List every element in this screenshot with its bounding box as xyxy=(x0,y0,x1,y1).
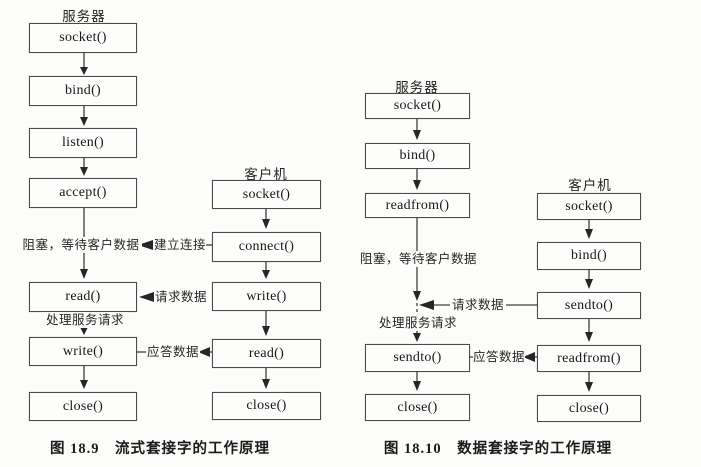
stream-server-title: 服务器 xyxy=(62,9,106,24)
stream-client-step-write: write() xyxy=(212,282,321,311)
datagram-client-step-close: close() xyxy=(537,395,641,422)
datagram-request-label: 请求数据 xyxy=(450,297,506,313)
datagram-client-step-bind: bind() xyxy=(537,242,641,270)
stream-client-flow-arrows xyxy=(262,209,270,389)
datagram-server-step-close: close() xyxy=(365,394,470,421)
stream-server-step-read: read() xyxy=(29,282,137,312)
stream-server-step-socket: socket() xyxy=(29,23,137,53)
datagram-client-step-socket: socket() xyxy=(537,193,641,220)
datagram-client-step-sendto: sendto() xyxy=(537,292,641,319)
stream-reply-label: 应答数据 xyxy=(146,344,200,360)
datagram-client-step-readfrom: readfrom() xyxy=(537,345,641,372)
stream-figure-caption: 图 18.9 流式套接字的工作原理 xyxy=(50,441,270,457)
datagram-server-step-socket: socket() xyxy=(365,93,470,119)
stream-process-label: 处理服务请求 xyxy=(42,312,128,328)
stream-client-step-socket: socket() xyxy=(212,180,321,209)
stream-server-step-write: write() xyxy=(29,337,137,366)
stream-client-step-close: close() xyxy=(212,392,321,420)
stream-server-step-bind: bind() xyxy=(29,76,137,106)
datagram-server-step-sendto: sendto() xyxy=(365,344,470,372)
stream-request-data-arrow xyxy=(139,292,154,302)
datagram-server-title: 服务器 xyxy=(395,80,439,95)
datagram-server-step-readfrom: readfrom() xyxy=(365,193,470,218)
datagram-client-flow-arrows xyxy=(585,220,593,392)
stream-request-label: 请求数据 xyxy=(155,289,208,305)
stream-establish-label: 建立连接 xyxy=(154,237,207,253)
datagram-blocking-label: 阻塞，等待客户数据 xyxy=(360,251,478,267)
stream-server-step-close: close() xyxy=(29,392,137,421)
stream-server-step-accept: accept() xyxy=(29,178,137,208)
stream-client-title: 客户机 xyxy=(244,167,288,182)
datagram-reply-label: 应答数据 xyxy=(473,349,526,365)
datagram-server-step-bind: bind() xyxy=(365,143,470,169)
datagram-process-label: 处理服务请求 xyxy=(377,315,459,331)
datagram-figure-caption: 图 18.10 数据套接字的工作原理 xyxy=(383,441,613,457)
datagram-request-data-arrow xyxy=(419,300,537,310)
datagram-client-title: 客户机 xyxy=(568,178,612,193)
stream-client-step-connect: connect() xyxy=(212,232,321,262)
stream-blocking-label: 阻塞，等待客户数据 xyxy=(20,237,142,253)
stream-server-step-listen: listen() xyxy=(29,128,137,158)
datagram-server-flow-arrows xyxy=(413,119,421,391)
stream-server-flow-arrows xyxy=(80,53,88,389)
stream-client-step-read: read() xyxy=(212,339,321,368)
